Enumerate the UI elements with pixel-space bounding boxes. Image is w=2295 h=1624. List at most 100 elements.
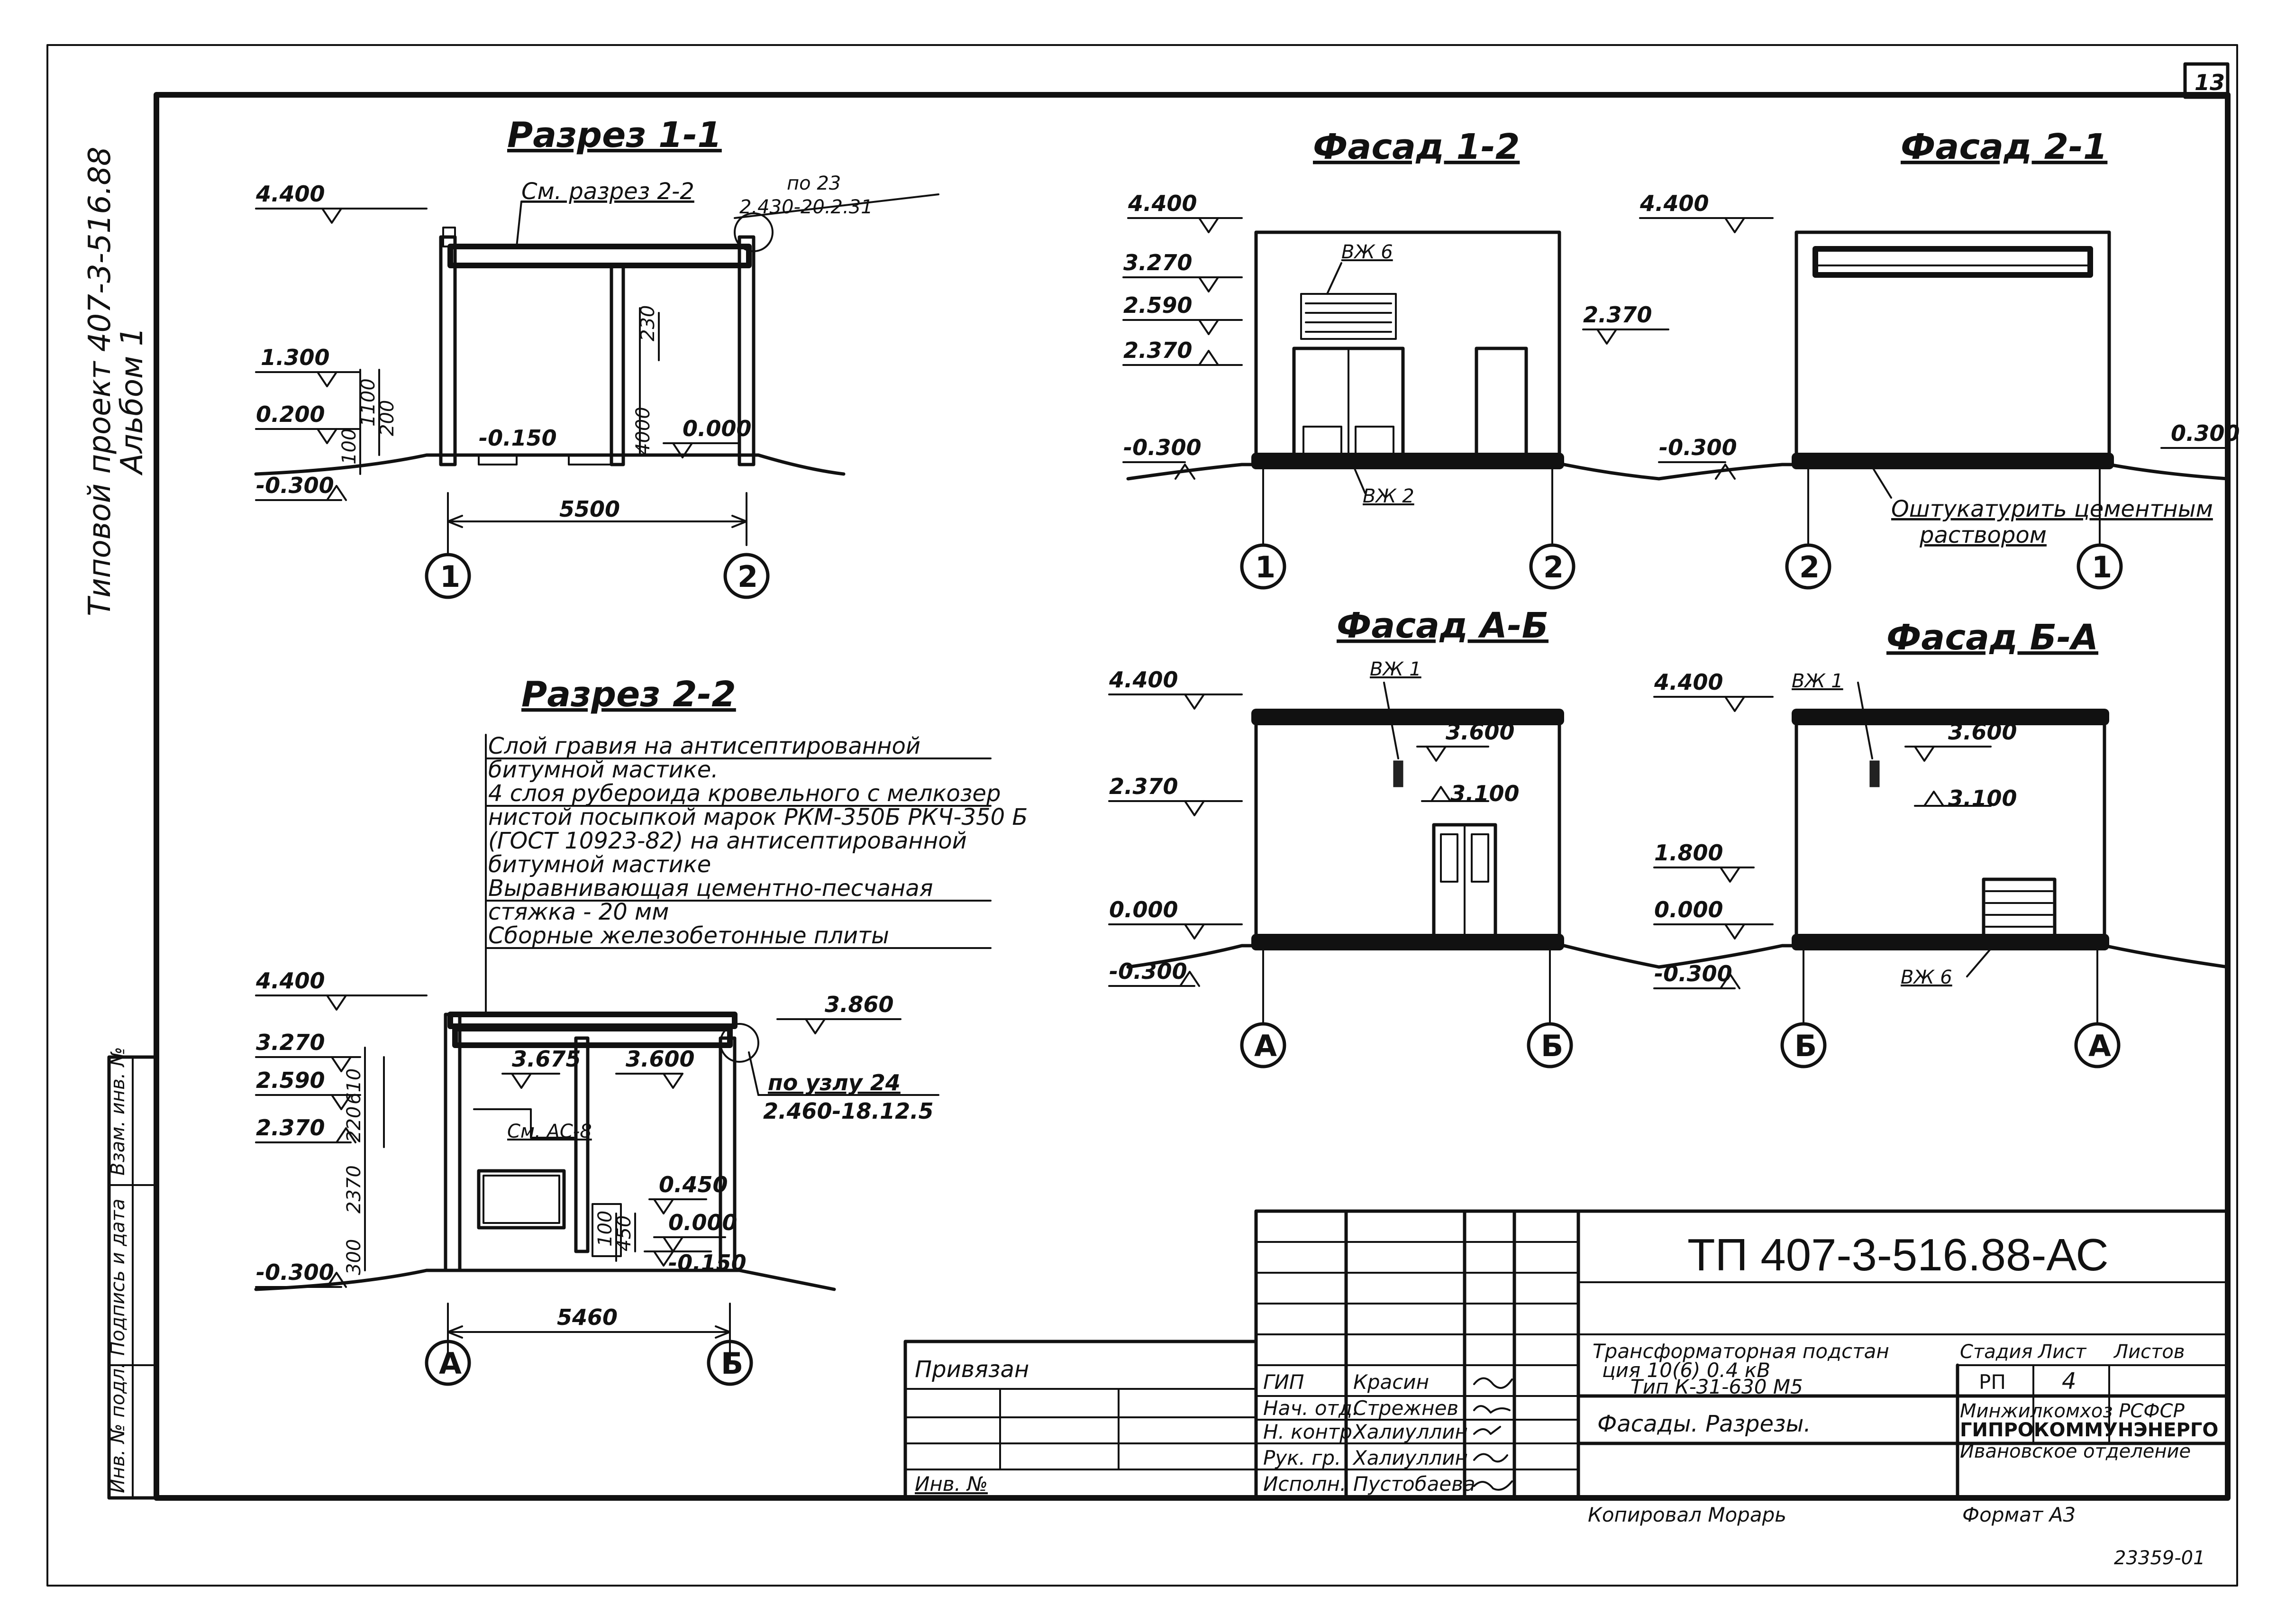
level-2370: 2.370 — [1109, 774, 1178, 799]
level-minus-0300: -0.300 — [1109, 958, 1187, 984]
roof-layer-2c: (ГОСТ 10923-82) на антисептированной — [488, 828, 967, 854]
axis-a-label: А — [2088, 1029, 2111, 1063]
plaster-note-2: раствором — [1919, 522, 2047, 548]
span-5460: 5460 — [557, 1305, 618, 1330]
dim-100: 100 — [594, 1211, 616, 1247]
sheet-header: Лист — [2037, 1341, 2087, 1363]
level-0000: 0.000 — [1654, 897, 1723, 922]
binding-column: Инв. № подл. Подпись и дата Взам. инв. № — [107, 1047, 158, 1500]
axis-2-label: 2 — [1799, 550, 1820, 584]
mark-vzh6: ВЖ 6 — [1341, 241, 1393, 263]
sheet-number: 13 — [2195, 70, 2225, 95]
level-2370: 2.370 — [1123, 338, 1193, 363]
object-line3: Тип К-31-630 М5 — [1630, 1375, 1803, 1398]
name-norm-control: Халиуллин — [1352, 1420, 1468, 1443]
role-norm-control: Н. контр. — [1263, 1420, 1358, 1443]
level-3100: 3.100 — [1450, 781, 1520, 806]
section-1-1: Разрез 1-1 См. разрез 2-2 по 23 2.430-20… — [254, 115, 939, 599]
level-3600: 3.600 — [1948, 719, 2017, 745]
span-5500: 5500 — [559, 496, 620, 522]
level-4400: 4.400 — [255, 968, 325, 994]
roof-layer-2b: нистой посыпкой марок РКМ-350Б РКЧ-350 Б — [488, 804, 1028, 830]
level-3675: 3.675 — [512, 1046, 581, 1072]
node-ref-1: по узлу 24 — [768, 1070, 901, 1095]
level-minus-0300: -0.300 — [1654, 961, 1732, 986]
section-1-1-node-ref-1: по 23 — [787, 173, 841, 194]
sheet-edge — [46, 44, 2238, 1587]
facade-b-a: Фасад Б-А ВЖ 1 ВЖ 6 3.600 3.100 4.400 1.… — [1653, 617, 2230, 1068]
object-line1: Трансформаторная подстан — [1593, 1340, 1889, 1363]
role-executor: Исполн. — [1263, 1472, 1346, 1496]
role-group-lead: Рук. гр. — [1263, 1446, 1341, 1469]
roof-layer-3: Выравнивающая цементно-песчаная — [488, 875, 933, 902]
sheet-title: Фасады. Разрезы. — [1597, 1411, 1811, 1437]
name-gip: Красин — [1353, 1370, 1429, 1394]
facade-b-a-title: Фасад Б-А — [1886, 617, 2098, 658]
name-head-dept: Стрежнев — [1353, 1396, 1458, 1420]
level-4400: 4.400 — [255, 181, 325, 207]
facade-2-1-title: Фасад 2-1 — [1901, 127, 2107, 167]
level-2370: 2.370 — [256, 1115, 325, 1140]
dim-450: 450 — [613, 1215, 635, 1251]
inv-no-label: Инв. № — [915, 1472, 988, 1496]
axis-2-label: 2 — [1543, 550, 1564, 584]
mark-vzh1: ВЖ 1 — [1370, 658, 1421, 680]
section-2-2-title: Разрез 2-2 — [521, 674, 736, 715]
level-minus-0300: -0.300 — [256, 1259, 334, 1285]
signatures — [1473, 1377, 1513, 1491]
level-3600: 3.600 — [1446, 719, 1515, 745]
axis-2-label: 2 — [738, 559, 758, 594]
sheet-value: 4 — [2062, 1368, 2076, 1395]
name-group-lead: Халиуллин — [1352, 1446, 1468, 1469]
roof-layer-4: Сборные железобетонные плиты — [488, 922, 889, 949]
project-code: ТП 407-3-516.88-АС — [1687, 1230, 2109, 1280]
axis-1-marker — [425, 553, 471, 599]
role-head-dept: Нач. отд. — [1263, 1396, 1358, 1420]
mark-vzh1: ВЖ 1 — [1792, 670, 1843, 692]
level-minus-0150: -0.150 — [668, 1250, 747, 1276]
level-2590: 2.590 — [1123, 292, 1193, 318]
axis-1-label: 1 — [1255, 550, 1275, 584]
facade-1-2: Фасад 1-2 ВЖ 6 ВЖ 2 4.400 3.270 2.590 2.… — [1122, 127, 1669, 590]
level-1300: 1.300 — [261, 345, 330, 370]
dim-300: 300 — [343, 1239, 365, 1275]
level-minus-0300: -0.300 — [256, 473, 334, 498]
stage-header: Стадия — [1960, 1341, 2032, 1363]
level-1800: 1.800 — [1654, 840, 1723, 866]
axis-b-label: Б — [1794, 1029, 1817, 1063]
role-gip: ГИП — [1263, 1370, 1304, 1394]
dim-100: 100 — [338, 429, 360, 465]
level-minus-0150: -0.150 — [479, 425, 557, 451]
level-0000: 0.000 — [1109, 897, 1178, 922]
archive-number: 23359-01 — [2114, 1547, 2205, 1569]
section-1-1-callout: См. разрез 2-2 — [521, 178, 694, 205]
sheets-header: Листов — [2113, 1341, 2185, 1363]
copied-by: Копировал Морарь — [1588, 1503, 1786, 1526]
level-4400: 4.400 — [1639, 191, 1709, 216]
roof-layer-1: Слой гравия на антисептированной — [488, 733, 920, 759]
roof-layer-1b: битумной мастике. — [488, 757, 719, 783]
org-line2: ГИПРОКОММУНЭНЕРГО — [1960, 1419, 2218, 1441]
axis-2-marker — [723, 553, 770, 599]
plaster-note-1: Оштукатурить цементным — [1891, 496, 2213, 522]
level-2370-right: 2.370 — [1583, 302, 1652, 328]
org-line3: Ивановское отделение — [1960, 1441, 2191, 1462]
level-2590: 2.590 — [256, 1067, 325, 1093]
level-4400: 4.400 — [1128, 191, 1197, 216]
level-3100: 3.100 — [1948, 785, 2017, 811]
facade-a-b-title: Фасад А-Б — [1337, 605, 1548, 646]
roof-layers-legend: Слой гравия на антисептированной битумно… — [485, 733, 1028, 1013]
dim-4000: 4000 — [632, 407, 654, 455]
mark-vzh2: ВЖ 2 — [1363, 485, 1414, 507]
roof-layer-2d: битумной мастике — [488, 851, 711, 878]
level-0300: 0.300 — [2171, 420, 2240, 446]
facade-1-2-title: Фасад 1-2 — [1313, 127, 1520, 167]
facade-a-b: Фасад А-Б ВЖ 1 3.600 3.100 4.400 2.370 0… — [1108, 605, 1661, 1068]
level-4400: 4.400 — [1109, 667, 1178, 693]
side-caption-line2: Альбом 1 — [115, 327, 150, 476]
level-3270: 3.270 — [1123, 250, 1193, 275]
binding-inv-no: Инв. № подл. — [107, 1362, 129, 1493]
axis-b-label: Б — [1541, 1029, 1563, 1063]
object-line2: ция 10(6) 0.4 кВ — [1602, 1359, 1770, 1382]
org-line1: Минжилкомхоз РСФСР — [1960, 1400, 2185, 1422]
